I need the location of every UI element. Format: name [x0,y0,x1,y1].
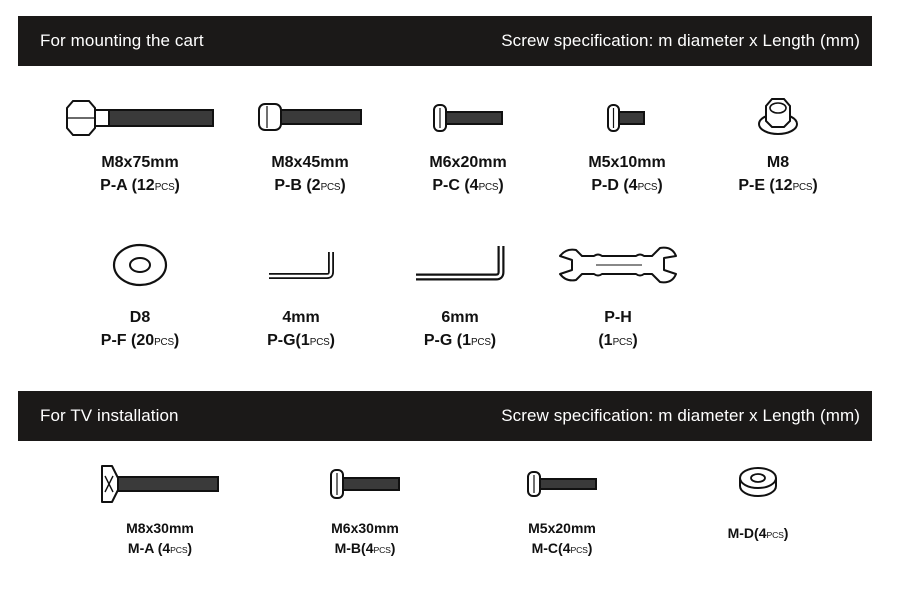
part-p-c: M6x20mm P-C (4PCS) [368,98,568,199]
part-code: P-F (20PCS) [100,332,180,349]
part-size: P-H [604,309,632,326]
screw-spec-note: Screw specification: m diameter x Length… [501,406,860,425]
part-p-d: M5x10mm P-D (4PCS) [527,98,727,199]
part-p-f: D8 P-F (20PCS) [40,240,240,354]
flange-nut-icon [758,98,798,135]
part-p-h: P-H (1PCS) [518,240,718,354]
part-p-a: M8x75mm P-A (12PCS) [40,98,240,199]
part-size: M5x20mm [528,520,596,536]
screw-spec-note: Screw specification: m diameter x Length… [501,31,860,50]
flat-washer-icon [112,243,168,287]
part-size: M8x75mm [101,154,179,171]
part-code: P-B (2PCS) [274,177,346,194]
part-code: M-D(4PCS) [727,525,789,541]
part-code: P-A (12PCS) [100,177,180,194]
part-code: P-C (4PCS) [432,177,504,194]
section-title: For mounting the cart [40,31,204,50]
part-p-g-4mm: 4mm P-G(1PCS) [201,240,401,354]
part-code: P-G (1PCS) [423,332,497,349]
allen-key-small-icon [269,252,334,279]
part-p-g-6mm: 6mm P-G (1PCS) [360,240,560,354]
bolt-hex-long-icon [66,100,214,136]
part-size: M6x20mm [429,154,507,171]
part-m-b: M6x30mm M-B(4PCS) [265,462,465,560]
part-p-e: M8 P-E (12PCS) [678,96,878,199]
open-end-wrench-icon [559,246,677,284]
part-size: 4mm [282,309,320,326]
pan-head-screw-icon [433,104,503,132]
part-size: M8 [766,154,790,171]
small-screw-icon [607,104,645,132]
section-header-cart: For mounting the cart Screw specificatio… [18,16,872,66]
socket-cap-screw-icon [258,103,362,131]
part-size: M5x10mm [588,154,666,171]
countersunk-screw-icon [101,465,219,503]
part-m-a: M8x30mm M-A (4PCS) [60,462,260,560]
part-size: D8 [129,309,151,326]
section-title: For TV installation [40,406,179,425]
part-code: M-A (4PCS) [127,540,193,556]
section-header-tv: For TV installation Screw specification:… [18,391,872,441]
part-size: M8x45mm [271,154,349,171]
part-code: P-G(1PCS) [267,332,335,349]
part-size: 6mm [441,309,479,326]
part-p-b: M8x45mm P-B (2PCS) [210,98,410,199]
spacer-washer-icon [739,467,777,497]
part-size: M6x30mm [331,520,399,536]
part-code: P-E (12PCS) [738,177,818,194]
pan-head-screw-icon [330,469,400,499]
part-code: (1PCS) [598,332,638,349]
part-code: P-D (4PCS) [591,177,663,194]
part-m-c: M5x20mm M-C(4PCS) [462,462,662,560]
part-code: M-B(4PCS) [334,540,396,556]
part-size: M8x30mm [126,520,194,536]
part-m-d: M-D(4PCS) [658,462,858,545]
allen-key-large-icon [416,246,505,281]
part-code: M-C(4PCS) [531,540,593,556]
pan-head-screw-icon [527,471,597,497]
